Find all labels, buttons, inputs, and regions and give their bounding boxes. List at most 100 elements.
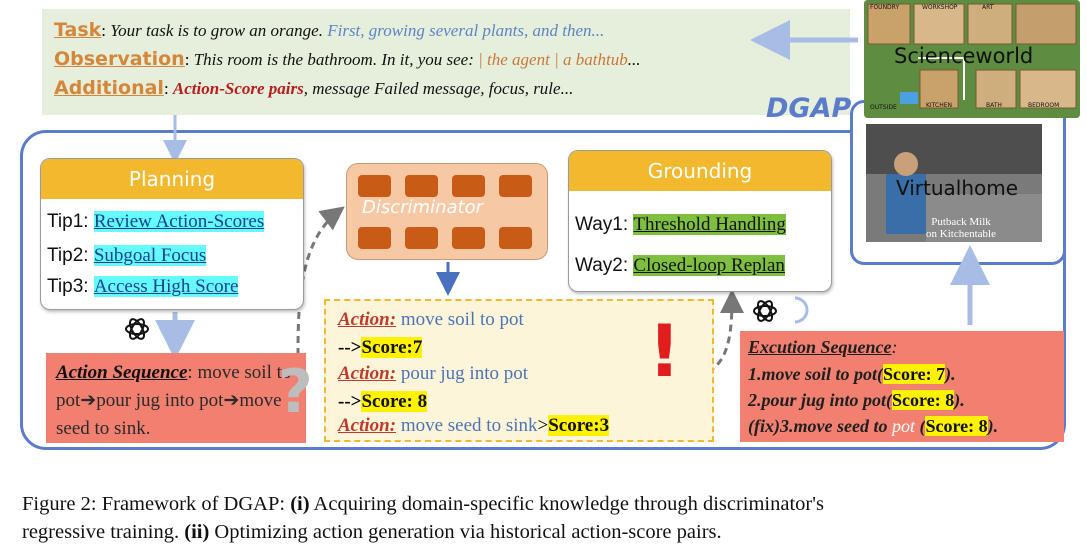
action-sequence-text: Action Sequence: move soil to pot➔pour j… — [56, 359, 296, 443]
room-label: FOUNDRY — [870, 4, 900, 11]
caption-text: regressive training. — [22, 521, 185, 543]
action-step: move soil to pot — [56, 362, 292, 411]
action-sequence-colon: : — [187, 362, 193, 383]
caption-text: Figure 2: Framework of DGAP: — [22, 493, 291, 515]
execution-step-end: ). — [945, 364, 956, 384]
execution-step: (fix)3.move seed to pot (Score: 8). — [748, 416, 998, 437]
score-arrow: --> — [338, 337, 362, 358]
tip-key: Tip1: — [47, 211, 89, 232]
caption-text: Acquiring domain-specific knowledge thro… — [309, 493, 824, 515]
action-sequence-box: Action Sequence: move soil to pot➔pour j… — [46, 353, 313, 443]
dgap-label: DGAP — [766, 93, 852, 124]
action-row: Action: move soil to pot — [338, 309, 524, 331]
neuron-cell — [405, 227, 438, 249]
neuron-cell — [499, 175, 532, 197]
additional-emph: Action-Score pairs — [172, 79, 304, 98]
refresh-icon — [794, 296, 809, 324]
score-value: Score:7 — [361, 337, 423, 358]
neuron-cell — [499, 227, 532, 249]
execution-sequence-box: Excution Sequence: 1.move soil to pot(Sc… — [740, 331, 1064, 442]
score-value: Score:3 — [548, 415, 610, 436]
discriminator-label: Discriminator — [362, 197, 483, 218]
neuron-cell — [358, 175, 391, 197]
execution-step: 2.pour jug into pot(Score: 8). — [748, 390, 965, 411]
execution-step-text: (fix)3.move seed to — [748, 416, 888, 436]
action-label: Action: — [338, 415, 397, 436]
room-label: BEDROOM — [1028, 102, 1060, 109]
execution-step-text: 2.pour jug into pot( — [748, 390, 893, 410]
task-text: Your task is to grow an orange. — [110, 21, 323, 40]
tip-row: Tip1: Review Action-Scores — [47, 211, 265, 233]
caption-line: regressive training. (ii) Optimizing act… — [22, 518, 824, 546]
discriminator-block — [346, 163, 548, 260]
virtualhome-caption-line: Putback Milk — [931, 216, 991, 228]
observation-text: This room is the bathroom. In it, you se… — [193, 50, 474, 69]
way-key: Way2: — [575, 255, 629, 276]
caption-bold: (ii) — [184, 521, 210, 543]
execution-paren: ( — [919, 416, 926, 436]
execution-step-end: ). — [987, 416, 999, 436]
execution-title-row: Excution Sequence: — [748, 337, 898, 358]
room-label: KITCHEN — [926, 102, 952, 109]
alert-icon: ! — [648, 309, 681, 393]
dgap-frame — [20, 130, 1066, 450]
additional-line: Additional: Action-Score pairs, message … — [54, 77, 573, 99]
way-value: Closed-loop Replan — [633, 255, 785, 276]
tip-value: Subgoal Focus — [93, 245, 207, 266]
score-value: Score: 8 — [925, 416, 988, 436]
virtualhome-caption-line: on Kitchentable — [926, 228, 996, 240]
observation-label: Observation — [54, 48, 185, 70]
tip-key: Tip2: — [47, 245, 89, 266]
execution-title: Excution Sequence — [748, 337, 892, 357]
score-value: Score: 7 — [882, 364, 946, 384]
observation-ellipsis: ... — [627, 50, 641, 69]
execution-step-end: ). — [954, 390, 965, 410]
figure-caption: Figure 2: Framework of DGAP: (i) Acquiri… — [22, 490, 824, 546]
execution-step: 1.move soil to pot(Score: 7). — [748, 364, 956, 385]
task-continuation: First, growing several plants, and then.… — [327, 21, 605, 40]
room-label: ART — [982, 4, 994, 11]
caption-bold: (i) — [290, 493, 310, 515]
score-arrow: > — [537, 415, 549, 436]
score-row: -->Score:7 — [338, 337, 423, 359]
action-text: pour jug into pot — [400, 363, 529, 384]
score-arrow: --> — [338, 391, 362, 412]
action-label: Action: — [338, 309, 397, 330]
room-label: WORKSHOP — [922, 4, 958, 11]
action-row: Action: pour jug into pot — [338, 363, 528, 385]
action-step: move seed to sink. — [56, 390, 282, 439]
score-value: Score: 8 — [892, 390, 955, 410]
way-value: Threshold Handling — [633, 214, 786, 235]
additional-text: , message Failed message, focus, rule... — [303, 79, 574, 98]
additional-colon: : — [163, 79, 169, 98]
scienceworld-map — [864, 0, 1080, 118]
score-row: -->Score: 8 — [338, 391, 428, 413]
planning-title: Planning — [41, 159, 303, 199]
virtualhome-caption: Putback Milk on Kitchentable — [906, 216, 1016, 240]
scienceworld-map-image: FOUNDRY WORKSHOP ART KITCHEN BATH BEDROO… — [864, 0, 1080, 118]
action-sequence-label: Action Sequence — [56, 362, 188, 383]
action-text: move soil to pot — [400, 309, 524, 330]
room-label: OUTSIDE — [870, 104, 897, 111]
virtualhome-image: Virtualhome Putback Milk on Kitchentable — [866, 124, 1042, 242]
action-text: move seed to sink — [400, 415, 538, 436]
score-value: Score: 8 — [361, 391, 428, 412]
neuron-cell — [452, 227, 485, 249]
tip-key: Tip3: — [47, 276, 89, 297]
tip-value: Access High Score — [93, 276, 239, 297]
tip-row: Tip2: Subgoal Focus — [47, 245, 207, 267]
grounding-panel: Grounding Way1: Threshold Handling Way2:… — [568, 150, 832, 292]
neuron-cell — [358, 227, 391, 249]
tip-row: Tip3: Access High Score — [47, 276, 239, 298]
room-label: BATH — [986, 102, 1002, 109]
way-row: Way1: Threshold Handling — [575, 214, 786, 236]
virtualhome-scene — [866, 124, 1042, 242]
planning-panel: Planning Tip1: Review Action-Scores Tip2… — [40, 158, 304, 310]
caption-text: Optimizing action generation via histori… — [209, 521, 722, 543]
tip-value: Review Action-Scores — [93, 211, 265, 232]
observation-colon: : — [184, 50, 190, 69]
grounding-title: Grounding — [569, 151, 831, 191]
action-label: Action: — [338, 363, 397, 384]
task-colon: : — [101, 21, 107, 40]
